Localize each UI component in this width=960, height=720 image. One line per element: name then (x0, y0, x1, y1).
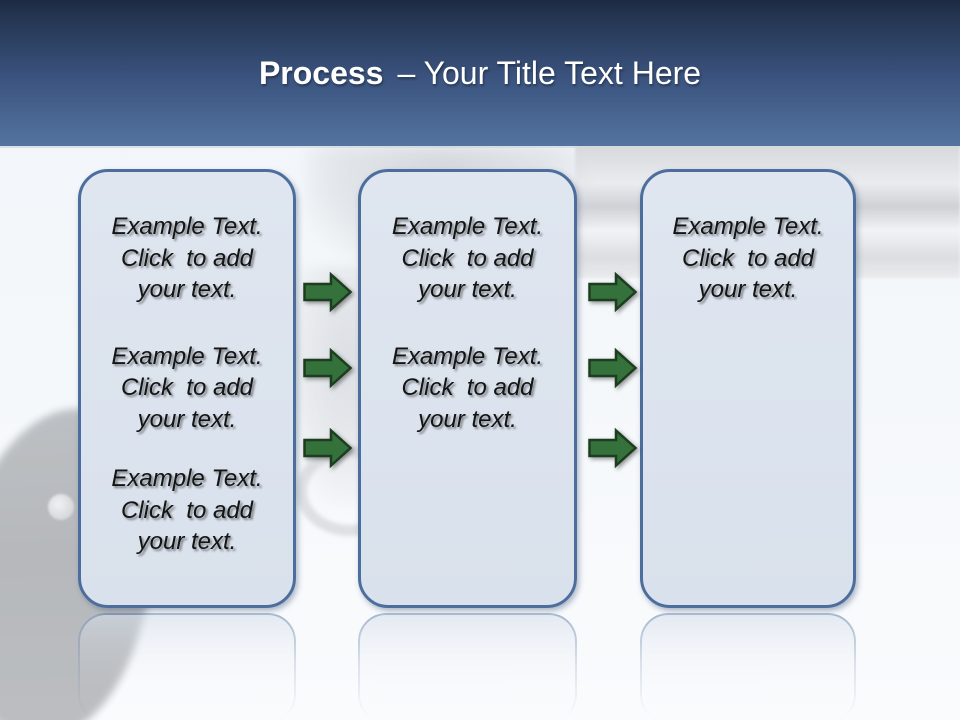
arrow-right-icon (303, 272, 353, 312)
box-reflection (640, 613, 856, 720)
placeholder-text[interactable]: Example Text. Click to add your text. (111, 465, 263, 555)
title-bar: Process – Your Title Text Here (0, 0, 960, 148)
placeholder-text[interactable]: Example Text. Click to add your text. (111, 213, 263, 303)
title-keyword: Process (258, 54, 384, 91)
process-box-1[interactable]: Example Text. Click to add your text. Ex… (78, 169, 296, 608)
arrow-right-icon (588, 348, 638, 388)
box-reflection (358, 613, 577, 720)
arrow-right-icon (588, 272, 638, 312)
arrow-right-icon (303, 428, 353, 468)
placeholder-text[interactable]: Example Text. Click to add your text. (391, 342, 544, 433)
process-box-2[interactable]: Example Text. Click to add your text. Ex… (358, 169, 577, 608)
arrow-right-icon (303, 348, 353, 388)
arrow-right-icon (588, 428, 638, 468)
placeholder-text[interactable]: Example Text. Click to add your text. (391, 213, 544, 303)
title-text: – Your Title Text Here (397, 54, 702, 91)
placeholder-text[interactable]: Example Text. Click to add your text. (111, 342, 263, 433)
process-box-3[interactable]: Example Text. Click to add your text. (640, 169, 856, 608)
box-reflection (78, 613, 296, 720)
slide-title-placeholder[interactable]: Process – Your Title Text Here (259, 55, 701, 92)
placeholder-text[interactable]: Example Text. Click to add your text. (672, 213, 824, 303)
revolver-screw-shape (48, 494, 74, 520)
